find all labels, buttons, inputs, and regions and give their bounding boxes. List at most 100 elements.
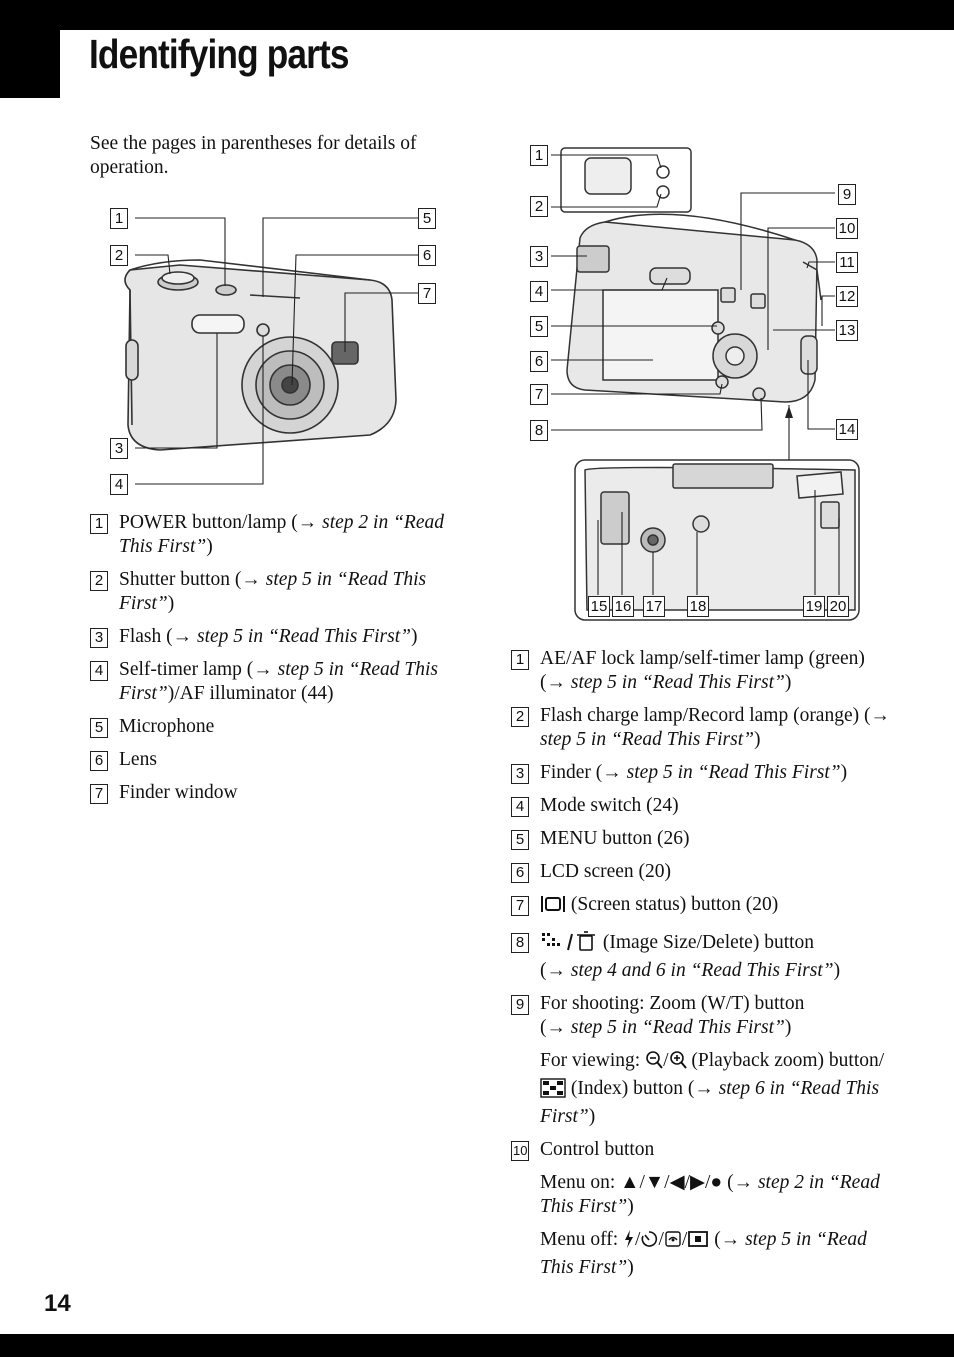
list-item: 5 Microphone	[90, 715, 460, 739]
back-label-6: 6	[530, 351, 548, 372]
item-reference: step 5 in “Read This First”	[626, 762, 841, 783]
list-item: 3 Finder (→ step 5 in “Read This First”)	[511, 761, 891, 785]
sub-text: (Playback zoom) button/	[686, 1050, 885, 1071]
item-reference: step 5 in “Read This First”	[570, 672, 785, 693]
zoom-out-icon	[645, 1050, 663, 1077]
item-number: 6	[511, 863, 529, 883]
item-number: 3	[511, 764, 529, 784]
back-label-4: 4	[530, 281, 548, 302]
arrow-icon: →	[297, 512, 318, 533]
item-text: Mode switch (24)	[540, 795, 679, 816]
item-reference: step 4 and 6 in “Read This First”	[570, 960, 834, 981]
sub-text: (	[709, 1229, 721, 1250]
back-camera-illustration	[551, 147, 860, 621]
arrow-icon: →	[546, 672, 567, 693]
item-number: 5	[90, 718, 108, 738]
back-label-11: 11	[836, 252, 858, 273]
item-text: For shooting: Zoom (W/T) button	[540, 993, 805, 1014]
arrow-icon: →	[602, 762, 622, 783]
item-tail: )	[784, 1017, 792, 1038]
back-label-19: 19	[803, 596, 825, 617]
back-label-10: 10	[836, 218, 858, 239]
sub-paragraph: Menu off: /// (→ step 5 in “Read This Fi…	[540, 1229, 867, 1278]
item-reference: step 5 in “Read This First”	[119, 569, 427, 614]
item-number: 4	[511, 797, 529, 817]
item-number: 7	[511, 896, 529, 916]
item-tail: )	[588, 1106, 596, 1127]
front-label-4: 4	[110, 474, 128, 495]
list-item: 6 Lens	[90, 748, 460, 772]
back-label-5: 5	[530, 316, 548, 337]
back-label-14: 14	[836, 419, 858, 440]
item-tail: )	[411, 626, 418, 647]
sub-text: Menu on: ▲/▼/◀/▶/● (	[540, 1172, 734, 1193]
item-text: AE/AF lock lamp/self-timer lamp (green) …	[540, 648, 865, 693]
item-tail: )	[167, 593, 175, 614]
item-text: (	[540, 960, 547, 981]
zoom-in-icon	[669, 1050, 687, 1077]
back-label-3: 3	[530, 246, 548, 267]
arrow-icon: →	[546, 1017, 567, 1038]
item-text: (Screen status) button (20)	[570, 894, 779, 915]
back-label-15: 15	[588, 596, 610, 617]
list-item: 4 Mode switch (24)	[511, 794, 891, 818]
item-text: (	[540, 1017, 547, 1038]
section-tab	[0, 30, 60, 98]
back-label-7: 7	[530, 384, 548, 405]
item-number: 4	[90, 661, 108, 681]
back-label-12: 12	[836, 286, 858, 307]
macro-icon	[687, 1229, 709, 1256]
item-number: 8	[511, 933, 529, 953]
item-text: Control button	[540, 1139, 655, 1160]
flash-icon	[623, 1229, 635, 1256]
item-tail: )	[754, 729, 761, 750]
front-label-2: 2	[110, 245, 128, 266]
item-tail: )	[840, 762, 848, 783]
item-text: Lens	[119, 749, 157, 770]
arrow-icon: →	[253, 659, 273, 680]
sub-text: (Index) button (	[566, 1078, 695, 1099]
item-text: (Image Size/Delete) button	[602, 932, 815, 953]
item-reference: step 6 in “Read This First”	[540, 1078, 880, 1127]
item-text: Microphone	[119, 716, 215, 737]
arrow-icon: →	[870, 705, 890, 726]
front-label-6: 6	[418, 245, 436, 266]
arrow-icon: →	[733, 1172, 754, 1193]
item-number: 1	[511, 650, 529, 670]
item-tail: )/AF illuminator (44)	[167, 683, 334, 704]
back-label-2: 2	[530, 196, 548, 217]
item-text: Flash (	[119, 626, 173, 647]
item-number: 3	[90, 628, 108, 648]
item-number: 2	[511, 707, 529, 727]
item-tail: )	[627, 1257, 634, 1278]
arrow-icon: →	[720, 1229, 741, 1250]
item-tail: )	[784, 672, 792, 693]
back-label-20: 20	[827, 596, 849, 617]
item-text: Finder (	[540, 762, 603, 783]
top-bar	[0, 0, 954, 30]
item-reference: step 2 in “Read This First”	[119, 512, 444, 557]
item-text: Shutter button (	[119, 569, 242, 590]
sub-paragraph: Menu on: ▲/▼/◀/▶/● (→ step 2 in “Read Th…	[540, 1171, 891, 1219]
item-number: 6	[90, 751, 108, 771]
back-label-18: 18	[687, 596, 709, 617]
item-reference: step 5 in “Read This First”	[540, 729, 754, 750]
back-label-9: 9	[838, 184, 856, 205]
item-text: MENU button (26)	[540, 828, 690, 849]
index-icon	[540, 1078, 566, 1105]
arrow-icon: →	[241, 569, 261, 590]
back-label-13: 13	[836, 320, 858, 341]
item-reference: step 2 in “Read This First”	[540, 1172, 880, 1217]
page-number: 14	[44, 1290, 71, 1317]
sub-text: For viewing:	[540, 1050, 646, 1071]
item-reference: step 5 in “Read This First”	[540, 1229, 867, 1278]
